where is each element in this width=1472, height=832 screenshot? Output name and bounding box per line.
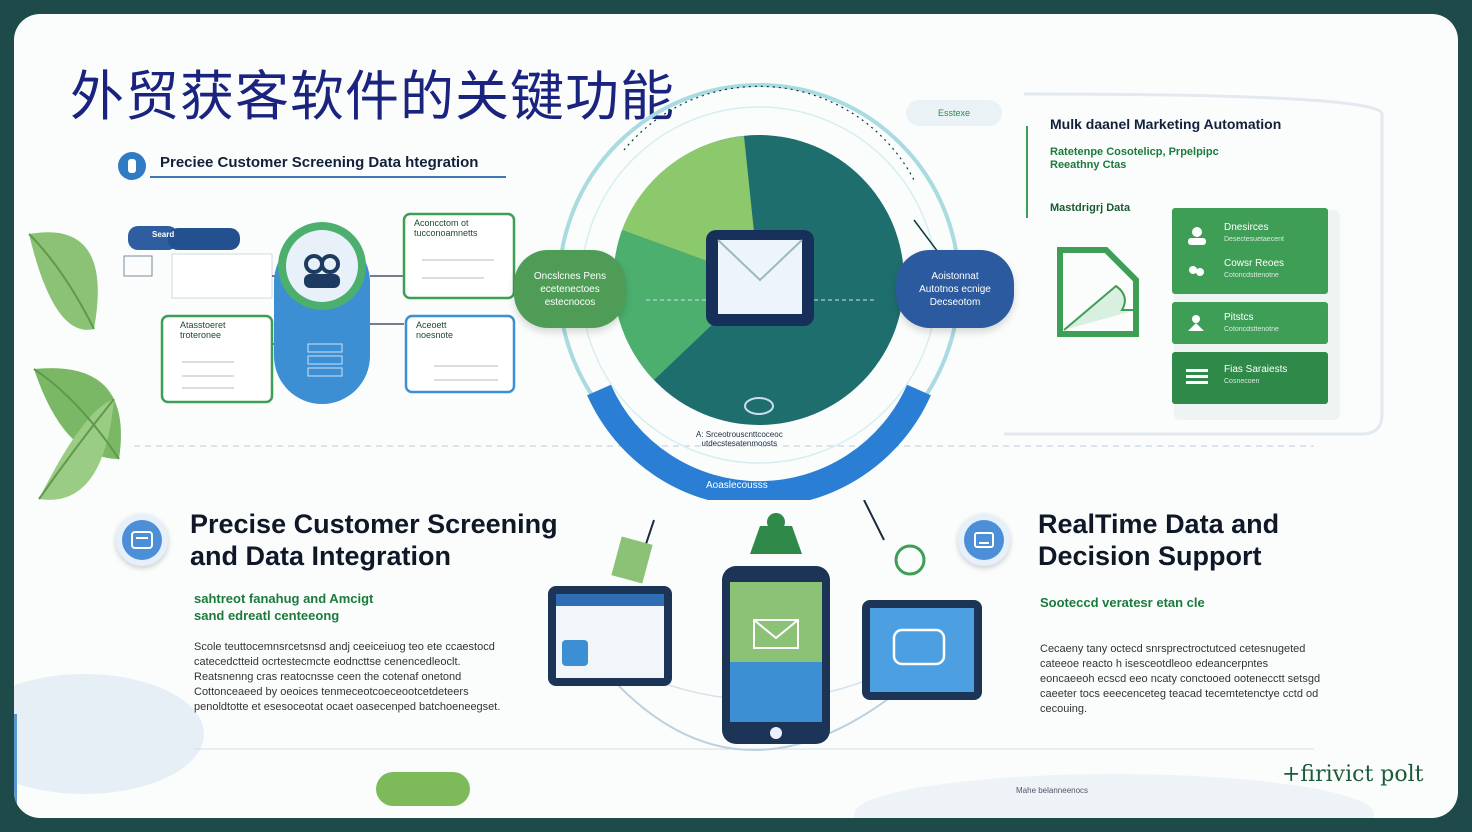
feature-3-desc: Cotoncdsttenotne (1224, 326, 1279, 333)
bottom-left-body: Scole teuttocemnsrcetsnsd andj ceeiceiuo… (194, 641, 501, 713)
right-panel-label: Mastdrigrj Data (1050, 202, 1131, 214)
person-icon (1188, 315, 1204, 331)
panel-accent-line (1026, 126, 1028, 218)
hub-bottom-caption: A: Srceotrouscnttcoceoc utdecstesatenmoo… (696, 430, 783, 448)
seard-chip: Seard (152, 230, 175, 239)
hub-left-pill: Oncslcnes Pens ecetenectoes estecnocos (514, 250, 626, 328)
top-left-heading: Preciee Customer Screening Data htegrati… (160, 154, 479, 171)
card-a-title: Aconcctom ot tucconoamnetts (414, 218, 478, 238)
group-icon (1189, 266, 1204, 276)
right-panel-heading: Mulk daanel Marketing Automation (1050, 116, 1282, 132)
screening-diagram (123, 212, 516, 404)
bottom-left-sub: sahtreot fanahug and Amcigt sand edreatl… (194, 591, 374, 623)
feature-item-1: Dnesirces Desectesuetaecent Cowsr Reoes … (1172, 208, 1328, 294)
feature-2-title: Cowsr Reoes (1224, 258, 1285, 269)
card-c-title: Aceoett noesnote (416, 320, 454, 340)
slide-card: 外贸获客软件的关键功能 Preciee Customer Screening D… (14, 14, 1458, 818)
devices-illustration (548, 500, 982, 751)
heading-underline (150, 176, 506, 178)
hub-banner-label: Aoaslecousss (706, 480, 768, 491)
feature-4-title: Fias Saraiests (1224, 364, 1288, 375)
bottom-right-sub: Sooteccd veratesr etan cle (1040, 595, 1205, 610)
document-icon (1057, 247, 1139, 337)
hub-right-pill: Aoistonnat Autotnos ecnige Decseotom (896, 250, 1014, 328)
hub-diagram (557, 83, 961, 500)
footer-caption: Mahe belanneenocs (1016, 786, 1089, 795)
feature-item-3: Pitstcs Cotoncdsttenotne (1172, 302, 1328, 344)
decision-icon (958, 514, 1010, 566)
green-pill-button[interactable] (376, 772, 470, 806)
feature-1-title: Dnesirces (1224, 222, 1269, 233)
card-b-title: Atasstoeret troteronee (180, 320, 226, 340)
feature-4-desc: Cosnecoen (1224, 378, 1260, 385)
page-title: 外贸获客软件的关键功能 (70, 65, 675, 128)
feature-1-desc: Desectesuetaecent (1224, 236, 1284, 243)
footer-logo: +firivict polt (1282, 762, 1424, 787)
leaf-decoration-icon (28, 232, 121, 500)
background-decor (14, 92, 1384, 818)
bottom-right-heading: RealTime Data and Decision Support (1038, 509, 1280, 571)
info-icon (118, 152, 146, 180)
list-icon (1186, 369, 1208, 384)
screening-icon (116, 514, 168, 566)
feature-item-4: Fias Saraiests Cosnecoen (1172, 352, 1328, 404)
feature-3-title: Pitstcs (1224, 312, 1254, 323)
bottom-left-heading: Precise Customer Screening and Data Inte… (190, 509, 558, 571)
feature-2-desc: Cotoncdsttenotne (1224, 272, 1279, 279)
hub-top-label: Esstexe (906, 100, 1002, 126)
bottom-right-body: Cecaeny tany octecd snrsprectroctutced c… (1040, 643, 1321, 715)
right-panel-sub: Ratetenpe Cosotelicp, Prpelpipc Reeathny… (1050, 146, 1219, 171)
user-icon (1188, 227, 1206, 245)
